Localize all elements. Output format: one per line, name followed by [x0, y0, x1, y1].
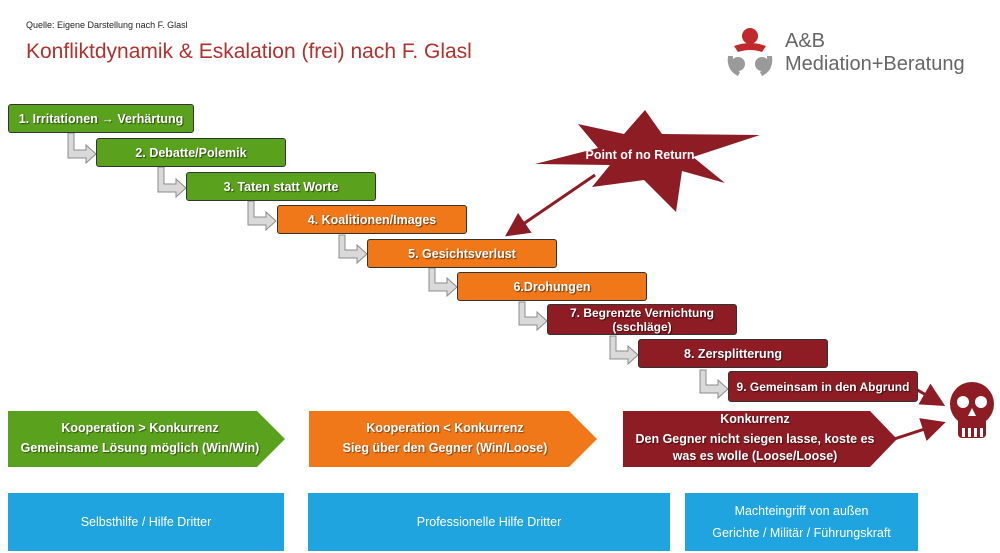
point-of-no-return-star — [535, 110, 760, 212]
stage-3: 3. Taten statt Worte — [186, 172, 376, 201]
help-3-line1: Machteingriff von außen — [734, 504, 869, 518]
phase-arrow-3 — [623, 411, 897, 467]
logo-line1: A&B — [785, 30, 826, 52]
phase-2-line1: Kooperation < Konkurrenz — [366, 421, 524, 435]
logo-text: A&B Mediation+Beratung — [785, 30, 965, 76]
phase-1-text: Kooperation > Konkurrenz Gemeinsame Lösu… — [10, 418, 270, 458]
help-box-3: Machteingriff von außen Gerichte / Milit… — [685, 493, 918, 551]
help-box-1: Selbsthilfe / Hilfe Dritter — [8, 493, 284, 551]
phase-2-line2: Sieg über den Gegner (Win/Loose) — [342, 441, 548, 455]
stage-1: 1. Irritationen → Verhärtung — [8, 104, 194, 133]
logo-icon — [724, 26, 776, 78]
skull-icon — [950, 382, 994, 438]
help-box-2: Professionelle Hilfe Dritter — [308, 493, 670, 551]
stage-8: 8. Zersplitterung — [638, 339, 828, 368]
phase-3-text: Konkurrenz Den Gegner nicht siegen lasse… — [625, 411, 885, 465]
stage-6: 6.Drohungen — [457, 272, 647, 301]
phase-3-line1: Konkurrenz — [720, 412, 790, 426]
step-connectors — [67, 132, 729, 400]
phase-arrow-1 — [8, 411, 285, 467]
stage-5: 5. Gesichtsverlust — [367, 239, 557, 268]
stage-4: 4. Koalitionen/Images — [277, 205, 467, 234]
page-title: Konfliktdynamik & Eskalation (frei) nach… — [26, 40, 472, 63]
help-3-line2: Gerichte / Militär / Führungskraft — [712, 526, 891, 540]
stage-2: 2. Debatte/Polemik — [96, 138, 286, 167]
logo-line2: Mediation+Beratung — [785, 53, 965, 75]
help-2-line1: Professionelle Hilfe Dritter — [416, 515, 562, 529]
phase-arrow-2 — [309, 411, 597, 467]
source-note: Quelle: Eigene Darstellung nach F. Glasl — [26, 20, 188, 30]
help-1-line1: Selbsthilfe / Hilfe Dritter — [80, 515, 212, 529]
phase-1-line2: Gemeinsame Lösung möglich (Win/Win) — [20, 441, 260, 455]
point-of-no-return-label: Point of no Return — [585, 148, 695, 162]
stage-7: 7. Begrenzte Vernichtung (sschläge) — [547, 304, 737, 335]
phase-3-line2: Den Gegner nicht siegen lasse, koste es … — [635, 432, 875, 463]
phase-2-text: Kooperation < Konkurrenz Sieg über den G… — [310, 418, 580, 458]
phase-1-line1: Kooperation > Konkurrenz — [61, 421, 219, 435]
stage-9: 9. Gemeinsam in den Abgrund — [728, 371, 918, 402]
